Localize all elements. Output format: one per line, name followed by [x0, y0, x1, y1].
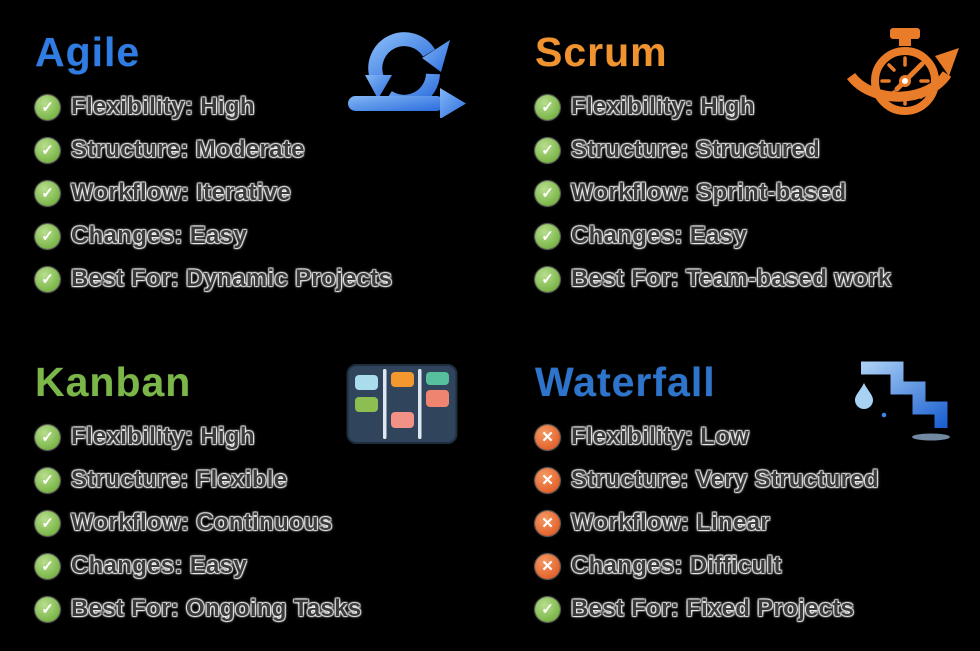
check-icon: ✓ — [35, 424, 60, 450]
kanban-feature-list: ✓ Flexibility: High ✓ Structure: Flexibl… — [35, 423, 480, 622]
check-icon: ✓ — [35, 223, 60, 249]
item-text: Best For: Ongoing Tasks — [71, 595, 362, 622]
item-text: Workflow: Sprint-based — [571, 179, 847, 206]
item-text: Workflow: Iterative — [71, 179, 291, 206]
item-text: Changes: Difficult — [571, 552, 782, 579]
list-item: ✕ Workflow: Linear — [535, 509, 980, 536]
list-item: ✓ Flexibility: High — [535, 93, 980, 120]
waterfall-feature-list: ✕ Flexibility: Low ✕ Structure: Very Str… — [535, 423, 980, 622]
item-text: Best For: Team-based work — [571, 265, 892, 292]
list-item: ✓ Best For: Dynamic Projects — [35, 265, 480, 292]
list-item: ✓ Changes: Easy — [35, 552, 480, 579]
check-icon: ✓ — [35, 180, 60, 206]
stopwatch-icon — [845, 28, 963, 133]
kanban-card: Kanban ✓ Flexibility: High ✓ Structure: … — [35, 358, 480, 639]
check-icon: ✓ — [535, 596, 560, 622]
list-item: ✓ Changes: Easy — [535, 222, 980, 249]
item-text: Workflow: Continuous — [71, 509, 333, 536]
item-text: Best For: Fixed Projects — [571, 595, 855, 622]
check-icon: ✓ — [535, 94, 560, 120]
check-icon: ✓ — [535, 137, 560, 163]
item-text: Flexibility: Low — [571, 423, 750, 450]
check-icon: ✓ — [35, 137, 60, 163]
kanban-board-icon — [346, 362, 458, 451]
list-item: ✕ Changes: Difficult — [535, 552, 980, 579]
list-item: ✓ Best For: Fixed Projects — [535, 595, 980, 622]
cross-icon: ✕ — [535, 510, 560, 536]
check-icon: ✓ — [35, 510, 60, 536]
check-icon: ✓ — [535, 180, 560, 206]
item-text: Best For: Dynamic Projects — [71, 265, 393, 292]
item-text: Changes: Easy — [71, 222, 247, 249]
list-item: ✓ Workflow: Sprint-based — [535, 179, 980, 206]
item-text: Structure: Structured — [571, 136, 820, 163]
item-text: Structure: Flexible — [71, 466, 288, 493]
list-item: ✓ Flexibility: High — [35, 423, 480, 450]
check-icon: ✓ — [35, 266, 60, 292]
list-item: ✓ Workflow: Continuous — [35, 509, 480, 536]
check-icon: ✓ — [35, 467, 60, 493]
agile-feature-list: ✓ Flexibility: High ✓ Structure: Moderat… — [35, 93, 480, 292]
check-icon: ✓ — [535, 223, 560, 249]
list-item: ✓ Best For: Ongoing Tasks — [35, 595, 480, 622]
agile-card: Agile ✓ Flexibility: High ✓ Structure: M… — [35, 28, 480, 309]
list-item: ✓ Structure: Structured — [535, 136, 980, 163]
list-item: ✓ Structure: Moderate — [35, 136, 480, 163]
scrum-card: Scrum ✓ Fle — [535, 28, 980, 309]
check-icon: ✓ — [35, 596, 60, 622]
list-item: ✓ Flexibility: High — [35, 93, 480, 120]
item-text: Workflow: Linear — [571, 509, 771, 536]
agile-loop-icon — [348, 30, 466, 123]
cross-icon: ✕ — [535, 553, 560, 579]
list-item: ✓ Structure: Flexible — [35, 466, 480, 493]
agile-title: Agile — [35, 29, 141, 75]
scrum-feature-list: ✓ Flexibility: High ✓ Structure: Structu… — [535, 93, 980, 292]
scrum-title: Scrum — [535, 29, 668, 75]
list-item: ✓ Changes: Easy — [35, 222, 480, 249]
cross-icon: ✕ — [535, 424, 560, 450]
cross-icon: ✕ — [535, 467, 560, 493]
kanban-title: Kanban — [35, 359, 192, 405]
list-item: ✕ Flexibility: Low — [535, 423, 980, 450]
list-item: ✓ Workflow: Iterative — [35, 179, 480, 206]
item-text: Flexibility: High — [71, 93, 255, 120]
item-text: Structure: Very Structured — [571, 466, 879, 493]
item-text: Changes: Easy — [571, 222, 747, 249]
item-text: Changes: Easy — [71, 552, 247, 579]
item-text: Structure: Moderate — [71, 136, 305, 163]
check-icon: ✓ — [35, 94, 60, 120]
list-item: ✕ Structure: Very Structured — [535, 466, 980, 493]
list-item: ✓ Best For: Team-based work — [535, 265, 980, 292]
waterfall-card: Waterfall ✕ Flexibility: Low ✕ Structure… — [535, 358, 980, 639]
check-icon: ✓ — [35, 553, 60, 579]
check-icon: ✓ — [535, 266, 560, 292]
waterfall-steps-icon — [847, 358, 952, 448]
waterfall-title: Waterfall — [535, 359, 716, 405]
item-text: Flexibility: High — [571, 93, 755, 120]
item-text: Flexibility: High — [71, 423, 255, 450]
